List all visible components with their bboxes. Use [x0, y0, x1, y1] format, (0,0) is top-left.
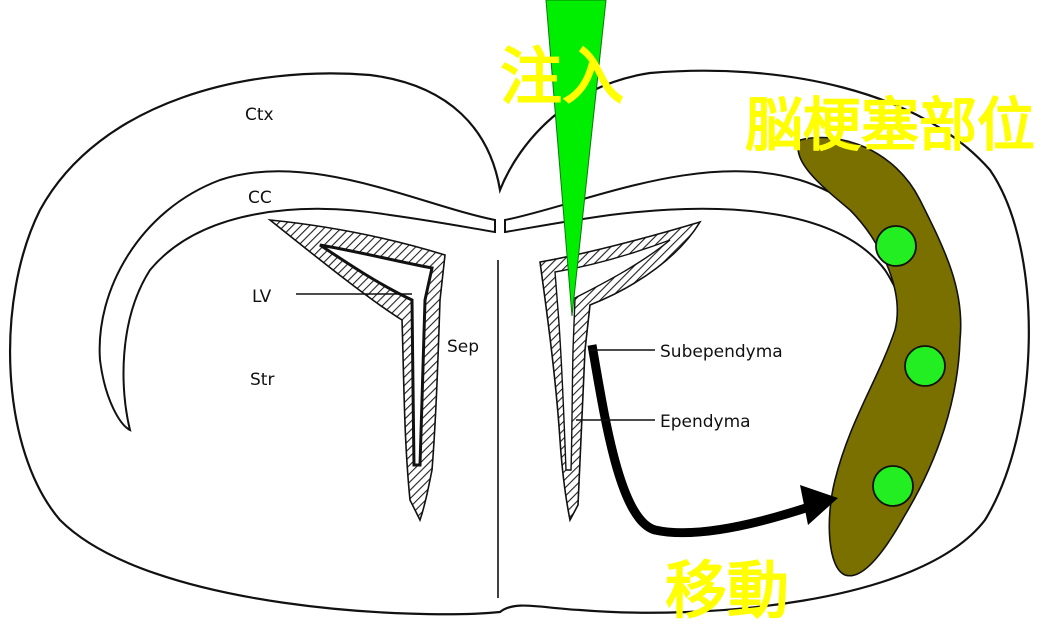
label-lv: LV: [252, 287, 272, 307]
label-str: Str: [250, 370, 274, 390]
annotation-migration: 移動: [665, 554, 789, 624]
label-sep: Sep: [447, 337, 479, 357]
label-ependyma: Ependyma: [660, 412, 751, 432]
label-subependyma: Subependyma: [660, 342, 783, 362]
annotation-injection: 注入: [500, 40, 624, 113]
cell-marker: [905, 346, 945, 386]
cell-marker: [873, 466, 913, 506]
label-ctx: Ctx: [245, 105, 274, 125]
cell-marker: [876, 226, 916, 266]
annotation-infarct-site: 脳梗塞部位: [745, 91, 1035, 159]
label-cc: CC: [248, 188, 272, 208]
